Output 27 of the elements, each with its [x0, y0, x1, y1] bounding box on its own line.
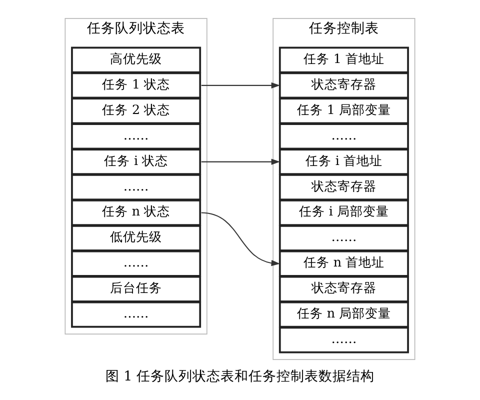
node-box: 任务 1 状态 — [71, 72, 202, 99]
node-box: …… — [71, 174, 202, 200]
node-box: 状态寄存器 — [278, 276, 409, 302]
arrow — [201, 82, 280, 89]
arrow — [201, 158, 280, 165]
node-box: …… — [278, 326, 409, 354]
node-box: 任务 1 首地址 — [278, 46, 409, 74]
caption: 图 1 任务队列状态表和任务控制表数据结构 — [105, 368, 375, 385]
node-box: …… — [71, 301, 202, 328]
node-box: …… — [278, 123, 409, 150]
node-box: …… — [278, 224, 409, 252]
node-box: 任务 n 状态 — [71, 200, 202, 226]
node-box: 任务 i 局部变量 — [278, 200, 409, 226]
node-box: 状态寄存器 — [278, 72, 409, 99]
node-box: 高优先级 — [71, 46, 202, 74]
node-box: 任务 n 首地址 — [278, 250, 409, 277]
node-box: 任务 2 状态 — [71, 98, 202, 124]
node-box: …… — [71, 123, 202, 150]
node-box: 任务 1 局部变量 — [278, 98, 409, 124]
node-box: …… — [71, 250, 202, 277]
node-box: 后台任务 — [71, 276, 202, 302]
arrow — [201, 212, 280, 266]
node-box: 任务 i 首地址 — [278, 148, 409, 176]
node-box: 任务 i 状态 — [71, 148, 202, 176]
node-box: 低优先级 — [71, 224, 202, 252]
node-box: 任务 n 局部变量 — [278, 301, 409, 328]
node-box: 状态寄存器 — [278, 174, 409, 200]
